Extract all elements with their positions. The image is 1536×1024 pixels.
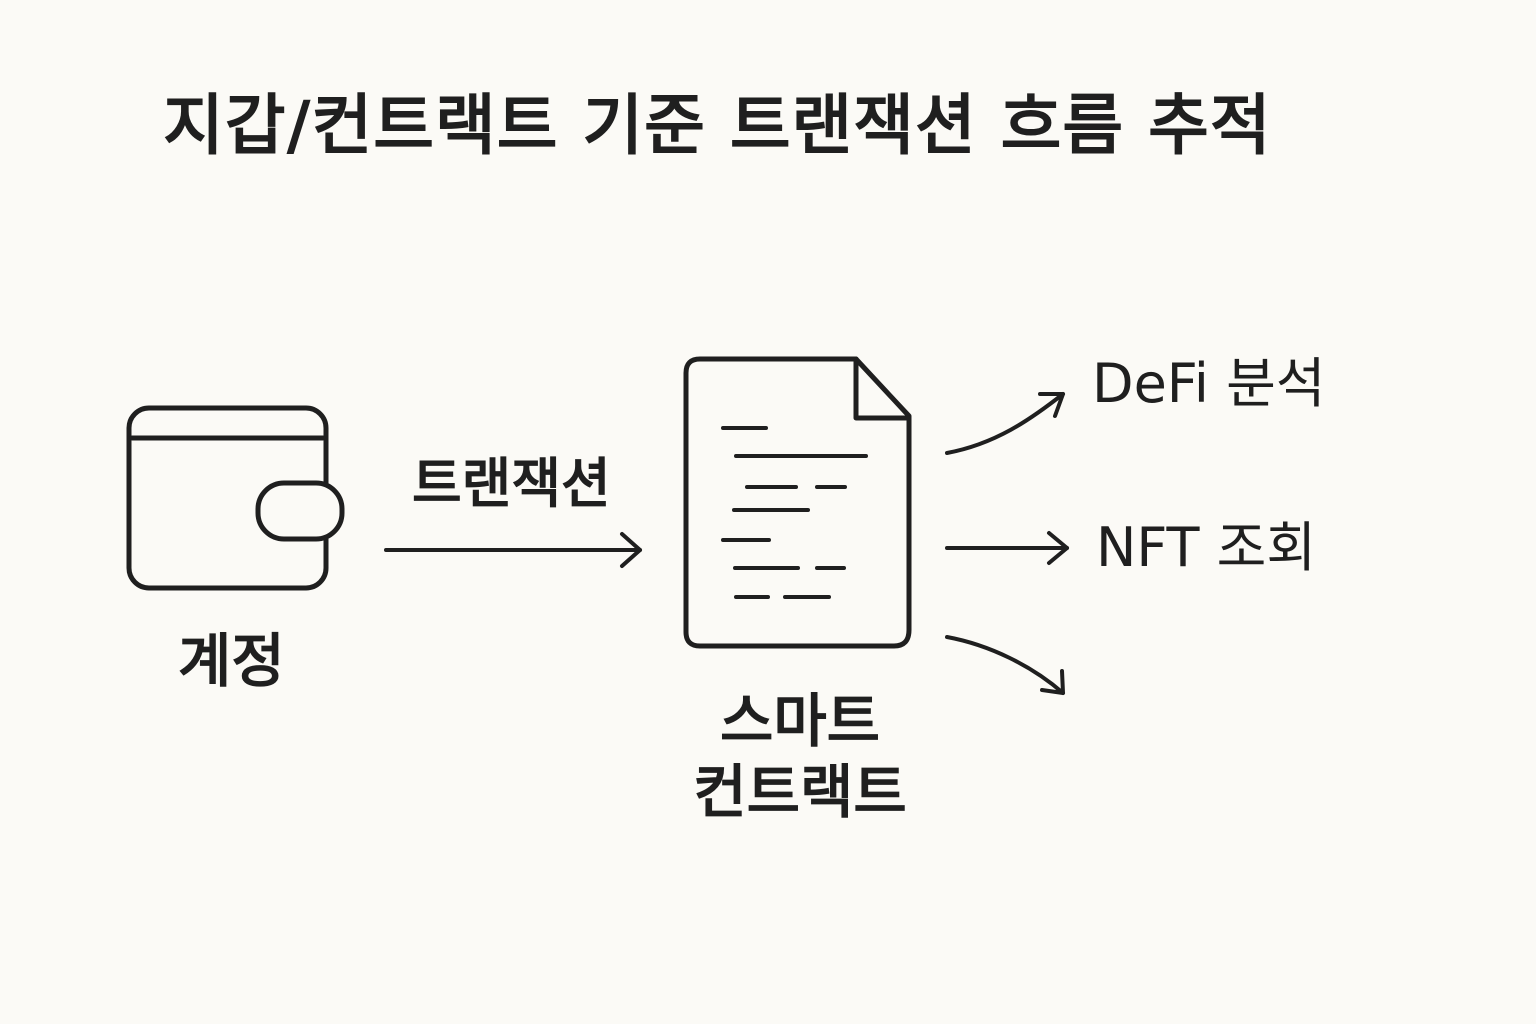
transaction-label: 트랜잭션 xyxy=(412,452,611,515)
diagram-title: 지갑/컨트랙트 기준 트랜잭션 흐름 추적 xyxy=(163,87,1272,164)
smart-contract-label-line-2: 컨트랙트 xyxy=(693,757,907,826)
smart-contract-label: 스마트 컨트랙트 xyxy=(690,686,910,828)
nft-arrow xyxy=(945,531,1069,565)
document-icon xyxy=(683,356,912,649)
nft-query-label: NFT 조회 xyxy=(1096,516,1317,579)
defi-analysis-label: DeFi 분석 xyxy=(1092,352,1326,415)
document-text-lines xyxy=(721,426,868,599)
account-label: 계정 xyxy=(178,627,285,695)
defi-arrow xyxy=(945,392,1065,455)
wallet-icon xyxy=(126,405,345,591)
third-output-arrow xyxy=(945,635,1065,695)
transaction-arrow xyxy=(384,532,642,568)
smart-contract-label-line-1: 스마트 xyxy=(719,687,881,755)
